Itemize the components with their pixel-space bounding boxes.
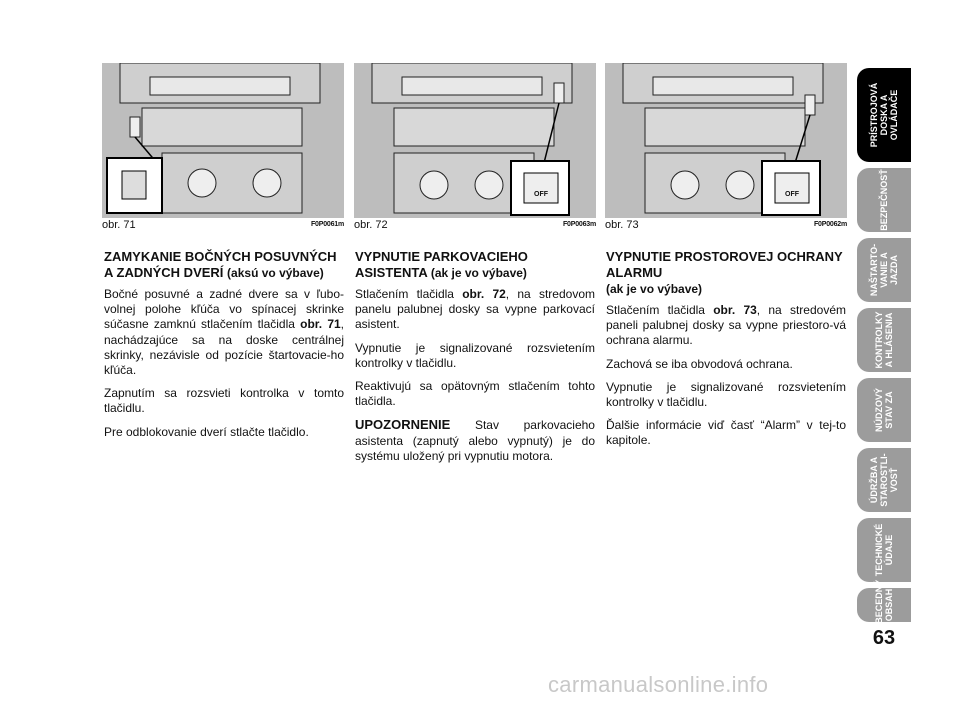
warning-paragraph: UPOZORNENIE Stav parkovacieho asistenta … <box>355 417 595 464</box>
watermark: carmanualsonline.info <box>548 672 769 697</box>
paragraph: Reaktivujú sa opätovným stlačením tohto … <box>355 379 595 409</box>
figure-71-caption: obr. 71 F0P0061m <box>102 219 344 233</box>
dashboard-illustration <box>371 63 573 216</box>
column-alarm: VYPNUTIE PROSTOROVEJ OCHRANY ALARMU (ak … <box>606 249 846 457</box>
chapter-tab-label: PRÍSTROJOVÁ DOSKA A OVLÁDAČE <box>869 82 899 148</box>
heading-note: (aksú vo výbave) <box>227 266 324 280</box>
paragraph: Pre odblokovanie dverí stlačte tlačidlo. <box>104 424 309 439</box>
chapter-tab-label: NÚDZOVÝ STAV ZA <box>874 387 894 433</box>
chapter-tab-technicke-udaje[interactable]: TECHNICKÉ ÚDAJE <box>857 518 911 582</box>
chapter-tab-kontrolky[interactable]: KONTROLKY A HLÁSENIA <box>857 308 911 372</box>
figure-ref: obr. 71 <box>300 317 341 332</box>
figure-label: obr. 72 <box>354 219 388 231</box>
text: , na stredovém paneli palubnej dosky sa … <box>606 303 846 348</box>
figure-72-caption: obr. 72 F0P0063m <box>354 219 596 233</box>
figure-73-caption: obr. 73 F0P0062m <box>605 219 847 233</box>
figure-label: obr. 73 <box>605 219 639 231</box>
section-heading: ZAMYKANIE BOČNÝCH POSUVNÝCH A ZADNÝCH DV… <box>104 249 344 281</box>
chapter-tab-pristrojova-doska[interactable]: PRÍSTROJOVÁ DOSKA A OVLÁDAČE <box>857 68 911 162</box>
paragraph: Zachová se iba obvodová ochrana. <box>606 356 793 371</box>
figure-code: F0P0061m <box>310 221 344 228</box>
chapter-tab-nastartovanie[interactable]: NAŠTARTO- VANIE A JAZDA <box>857 238 911 302</box>
text: Bočné posuvné a zadné dvere sa v ľubo-vo… <box>104 287 344 332</box>
text: Stlačením tlačidla <box>606 303 705 317</box>
section-heading: VYPNUTIE PARKOVACIEHO ASISTENTA (ak je v… <box>355 249 595 281</box>
chapter-tab-label: KONTROLKY A HLÁSENIA <box>874 311 894 369</box>
figure-label: obr. 71 <box>102 219 136 231</box>
figure-73: OFF <box>605 63 847 218</box>
chapter-tab-label: ÚDRŽBA A STAROSTLI- VOSŤ <box>869 453 899 507</box>
chapter-tab-label: NAŠTARTO- VANIE A JAZDA <box>869 243 899 297</box>
figure-ref: obr. 73 <box>713 303 757 317</box>
off-button-label: OFF <box>785 191 799 198</box>
figure-71 <box>102 63 344 218</box>
paragraph: Bočné posuvné a zadné dvere sa v ľubo-vo… <box>104 287 344 378</box>
chapter-tab-label: BEZPEČNOSŤ <box>879 169 889 231</box>
warning-label: UPOZORNENIE <box>355 417 451 433</box>
dashboard-illustration <box>106 63 321 214</box>
text: Stlačením tlačidla <box>355 287 454 301</box>
heading-text: ZAMYKANIE BOČNÝCH POSUVNÝCH A ZADNÝCH DV… <box>104 249 337 280</box>
heading-note: (ak je vo výbave) <box>606 282 703 296</box>
column-door-lock: ZAMYKANIE BOČNÝCH POSUVNÝCH A ZADNÝCH DV… <box>104 249 344 448</box>
paragraph: Stlačením tlačidla obr. 72, na stredovom… <box>355 287 595 333</box>
paragraph: Vypnutie je signalizované rozsvietením k… <box>606 379 846 410</box>
chapter-tab-label: TECHNICKÉ ÚDAJE <box>874 523 894 577</box>
chapter-tab-nudzovy-stav[interactable]: NÚDZOVÝ STAV ZA <box>857 378 911 442</box>
heading-note: (ak je vo výbave) <box>430 266 527 280</box>
figure-code: F0P0062m <box>813 221 847 228</box>
chapter-tab-label: ABECEDNÝ OBSAH <box>874 579 894 631</box>
paragraph: Stlačením tlačidla obr. 73, na stredovém… <box>606 303 846 349</box>
chapter-tab-bezpecnost[interactable]: BEZPEČNOSŤ <box>857 168 911 232</box>
paragraph: Zapnutím sa rozsvieti kontrolka v tomto … <box>104 386 344 416</box>
chapter-tab-abecedny-obsah[interactable]: ABECEDNÝ OBSAH <box>857 580 911 630</box>
dashboard-illustration <box>622 63 824 216</box>
paragraph: Ďalšie informácie viď časť “Alarm” v tej… <box>606 418 846 448</box>
paragraph: Vypnutie je signalizované rozsvietením k… <box>355 340 595 370</box>
figure-72: OFF <box>354 63 596 218</box>
column-parking-assist: VYPNUTIE PARKOVACIEHO ASISTENTA (ak je v… <box>355 249 595 472</box>
page-number: 63 <box>872 627 896 649</box>
text: , nachádzajúce sa na doske centrálnej sk… <box>104 317 345 378</box>
off-button-label: OFF <box>534 191 548 198</box>
text: Stav parkovacieho asistenta (zapnutý ale… <box>355 418 595 463</box>
heading-text: VYPNUTIE PARKOVACIEHO ASISTENTA <box>355 249 528 280</box>
heading-text: VYPNUTIE PROSTOROVEJ OCHRANY ALARMU <box>606 249 843 280</box>
figure-code: F0P0063m <box>562 221 596 228</box>
chapter-tab-udrzba[interactable]: ÚDRŽBA A STAROSTLI- VOSŤ <box>857 448 911 512</box>
text: , na stredovom panelu palubnej dosky sa … <box>355 287 595 332</box>
figure-ref: obr. 72 <box>462 287 506 301</box>
section-heading: VYPNUTIE PROSTOROVEJ OCHRANY ALARMU (ak … <box>606 249 846 297</box>
